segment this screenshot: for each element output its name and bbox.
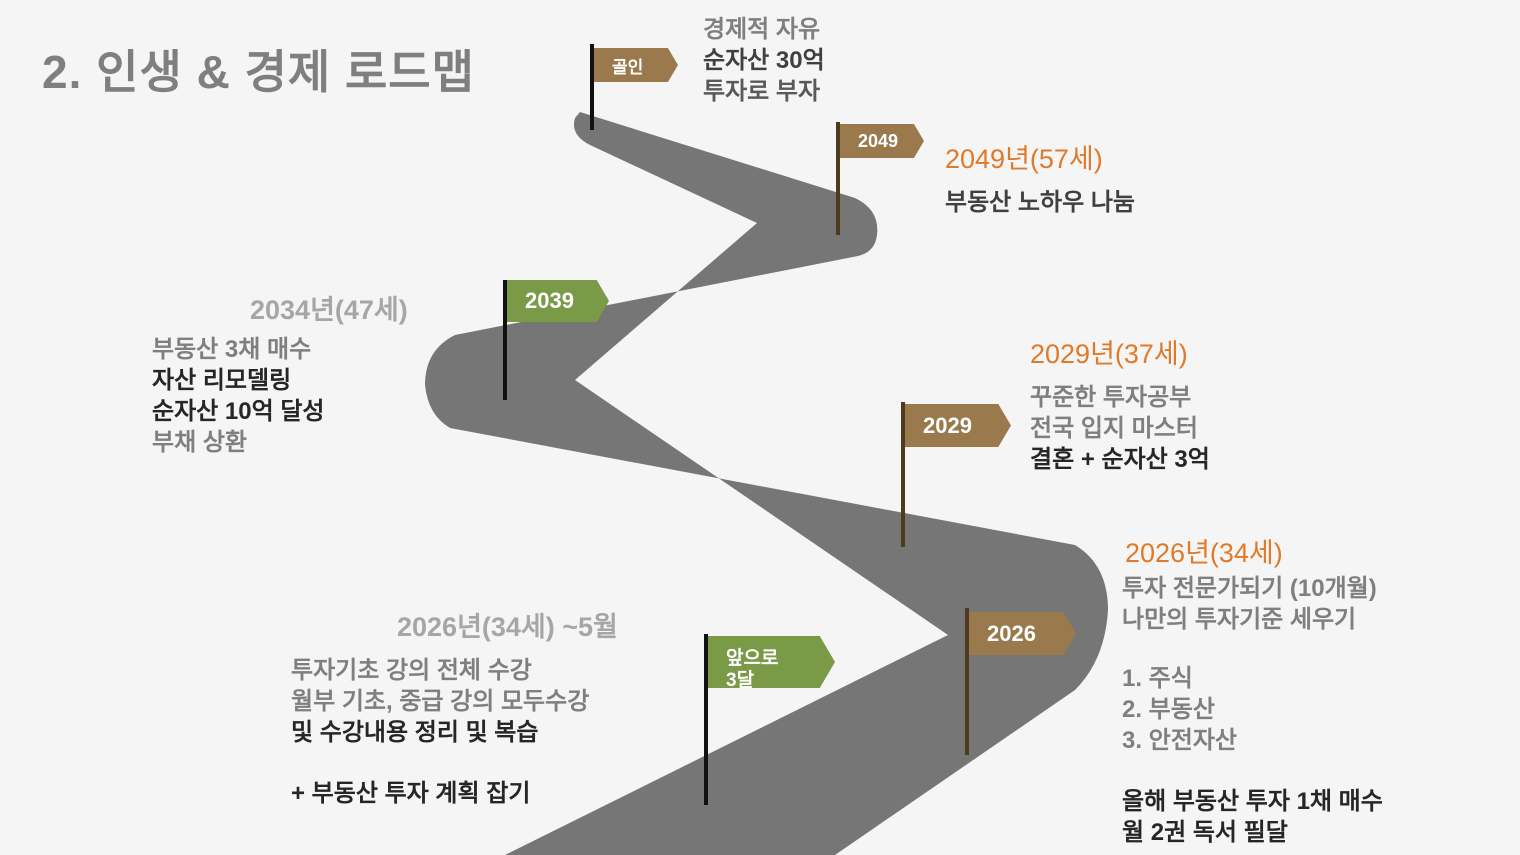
milestone-line: 꾸준한 투자공부 [1030,384,1192,411]
year-2049-block: 2049년(57세) 부동산 노하우 나눔 [945,144,1135,218]
year-heading: 2026년(34세) [1125,538,1283,568]
list-item: 2. 부동산 [1122,696,1215,723]
goal-line: 순자산 30억 [703,47,825,74]
list-item: 1. 주식 [1122,665,1193,692]
flag-label: 앞으로 3달 [726,648,779,691]
list-item: 3. 안전자산 [1122,727,1238,754]
milestone-line: 투자기초 강의 전체 수강 [291,657,532,684]
year-heading: 2034년(47세) [250,295,408,325]
milestone-line: 부채 상환 [152,429,247,456]
flag-pole [901,402,905,547]
milestone-line: 부동산 노하우 나눔 [945,189,1135,216]
flag-pole [503,280,507,400]
near-term-block: 2026년(34세) ~5월 투자기초 강의 전체 수강 월부 기초, 중급 강… [291,612,618,809]
flag-2029: 2029 [905,404,1011,447]
flag-next-3-months: 앞으로 3달 [708,636,835,688]
flag-goal: 골인 [594,48,678,82]
milestone-line: 투자 전문가되기 (10개월) [1122,575,1377,602]
milestone-line: 올해 부동산 투자 1채 매수 [1122,788,1383,815]
milestone-line: + 부동산 투자 계획 잡기 [291,780,531,807]
flag-pole [836,122,840,235]
flag-pole [590,44,594,130]
year-heading: 2049년(57세) [945,144,1103,174]
milestone-line: 월 2권 독서 필달 [1122,819,1288,846]
milestone-line: 나만의 투자기준 세우기 [1122,606,1357,633]
road-path [425,112,1108,855]
milestone-line: 전국 입지 마스터 [1030,415,1198,442]
milestone-line: 결혼 + 순자산 3억 [1030,446,1210,473]
year-2026-block: 2026년(34세) 투자 전문가되기 (10개월) 나만의 투자기준 세우기 … [1122,538,1383,848]
milestone-line: 월부 기초, 중급 강의 모두수강 [291,688,590,715]
year-heading: 2026년(34세) ~5월 [397,612,618,642]
flag-2026: 2026 [969,612,1076,655]
goal-block: 경제적 자유 순자산 30억 투자로 부자 [703,14,825,107]
page-title: 2. 인생 & 경제 로드맵 [42,46,475,98]
flag-2039: 2039 [507,280,609,322]
milestone-line: 부동산 3채 매수 [152,336,312,363]
goal-line: 투자로 부자 [703,78,821,105]
year-2034-block: 2034년(47세) 부동산 3채 매수 자산 리모델링 순자산 10억 달성 … [152,295,408,458]
flag-pole [704,634,708,805]
year-2029-block: 2029년(37세) 꾸준한 투자공부 전국 입지 마스터 결혼 + 순자산 3… [1030,339,1210,475]
flag-2049: 2049 [840,124,924,158]
milestone-line: 순자산 10억 달성 [152,398,325,425]
milestone-line: 및 수강내용 정리 및 복습 [291,719,539,746]
year-heading: 2029년(37세) [1030,339,1188,369]
milestone-line: 자산 리모델링 [152,367,292,394]
flag-pole [965,608,969,755]
goal-line: 경제적 자유 [703,16,821,43]
